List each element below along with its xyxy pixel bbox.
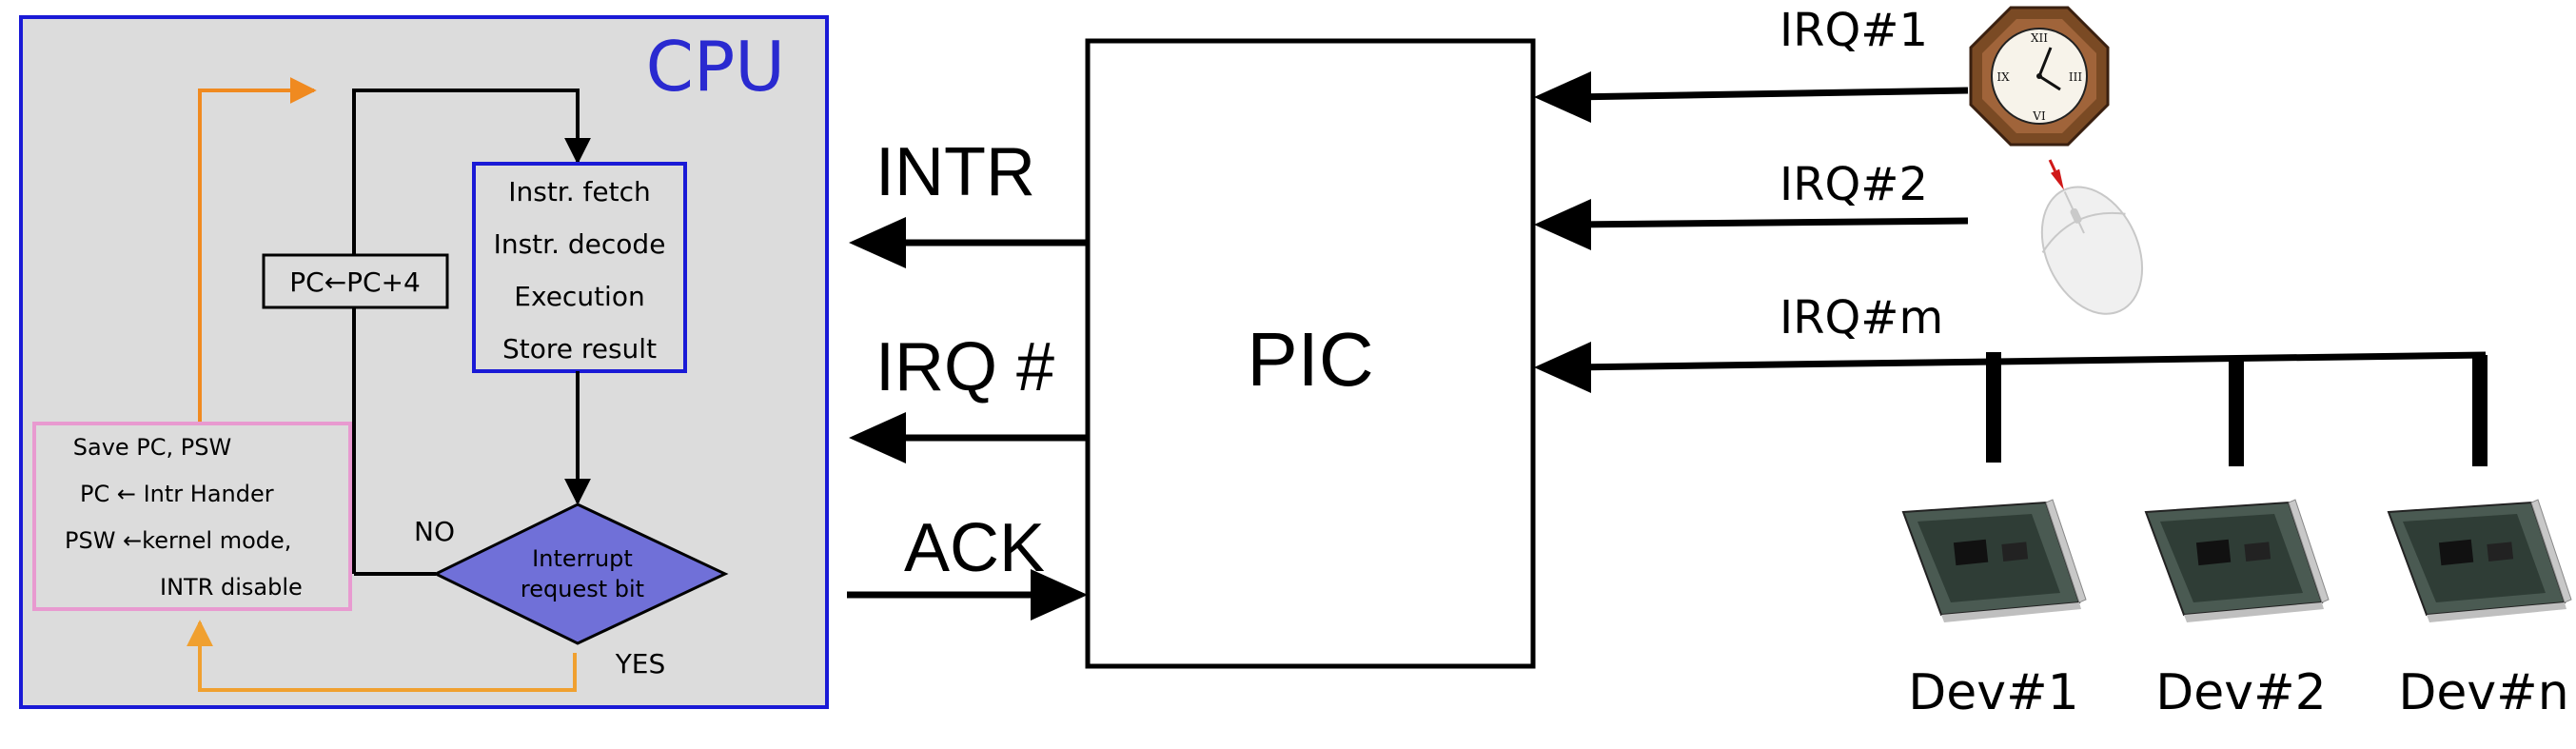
clock-icon: XII III VI IX [1969,6,2110,147]
device-n: Dev#n [2387,499,2572,721]
pipeline-step-execution: Execution [514,281,644,312]
pic-block: PIC [1085,38,1536,669]
pic-output-irq: IRQ # [849,329,1088,463]
irq2-line [1569,217,1969,228]
device-1: Dev#1 [1901,499,2087,721]
devn-label: Dev#n [2398,664,2568,721]
irq-number-label: IRQ # [875,329,1054,405]
pic-label: PIC [1247,317,1373,402]
pc-increment-label: PC←PC+4 [289,266,421,298]
handler-line-1: Save PC, PSW [73,434,231,461]
pipeline-box: Instr. fetch Instr. decode Execution Sto… [472,162,687,373]
yes-label: YES [615,648,666,680]
pipeline-step-decode: Instr. decode [494,228,666,260]
mouse-icon [2040,159,2144,315]
pic-box [1085,38,1536,669]
svg-text:IX: IX [1996,70,2010,84]
pic-output-intr: INTR [849,134,1088,268]
handler-line-4: INTR disable [160,574,303,601]
decision-label-line2: request bit [521,576,644,602]
irq2-arrowhead [1534,199,1591,250]
expansion-card-icon [2387,499,2572,622]
expansion-card-icon [1901,499,2087,622]
pc-increment-box: PC←PC+4 [262,253,449,309]
expansion-card-icon [2144,499,2330,622]
irq-line-m: IRQ#m [1534,291,2488,466]
no-label: NO [414,516,455,547]
decision-label-line1: Interrupt [532,545,633,572]
orange-arrow-to-fetch [198,77,317,424]
irq1-arrowhead [1534,71,1591,123]
handler-line-2: PC ← Intr Hander [80,481,274,507]
irq-line-1: IRQ#1 [1534,4,1969,123]
svg-text:III: III [2069,70,2082,84]
dev1-label: Dev#1 [1908,664,2078,721]
irqm-bus-line [1569,351,2487,371]
dev2-label: Dev#2 [2155,664,2326,721]
svg-text:VI: VI [2032,109,2046,123]
ack-arrowhead [1031,569,1088,621]
cpu-title: CPU [646,27,785,107]
yes-branch-arrow [187,620,577,692]
intr-label: INTR [875,134,1035,210]
intr-arrowhead [849,217,906,268]
irq1-label: IRQ#1 [1780,4,1928,57]
irq1-line [1569,87,1969,101]
irq2-label: IRQ#2 [1780,158,1928,211]
loop-arrow-to-fetch [352,89,591,574]
pipeline-step-fetch: Instr. fetch [508,176,651,207]
handler-line-3: PSW ←kernel mode, [65,527,291,554]
handler-box: Save PC, PSW PC ← Intr Hander PSW ←kerne… [32,422,352,611]
irqm-arrowhead [1534,342,1591,393]
ack-label: ACK [904,510,1045,586]
device-2: Dev#2 [2144,499,2330,721]
irqm-label: IRQ#m [1780,291,1943,345]
pic-input-ack: ACK [847,510,1088,621]
pipeline-step-store: Store result [502,333,657,365]
irq-line-2: IRQ#2 [1534,158,1969,250]
irq-number-arrowhead [849,412,906,463]
decision-diamond: Interrupt request bit [432,503,729,645]
svg-text:XII: XII [2031,31,2048,45]
cpu-panel: CPU Instr. fetch Instr. decode Execution… [19,15,829,709]
